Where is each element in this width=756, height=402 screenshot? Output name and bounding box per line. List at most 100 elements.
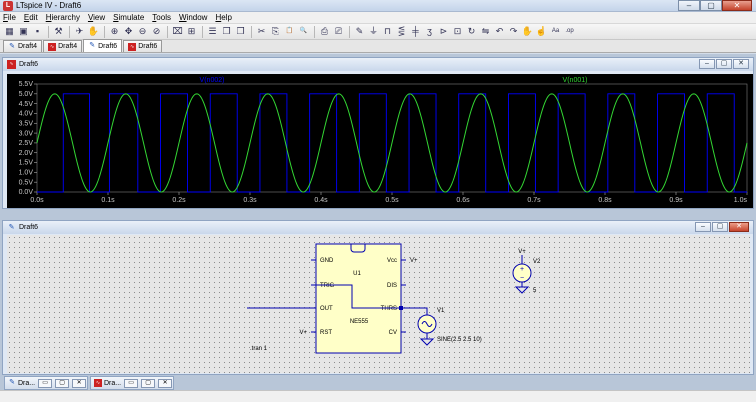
spice-directive-icon[interactable]: .op (565, 28, 574, 34)
minimized-restore-button[interactable]: ▭ (38, 378, 53, 388)
move-icon[interactable]: ☝ (535, 26, 548, 36)
schematic-minimize-button[interactable]: – (695, 222, 711, 232)
minimized-window-label: Dra... (104, 379, 122, 387)
y-tick-label: 2.5V (19, 140, 34, 147)
undo-icon[interactable]: ↶ (495, 26, 504, 36)
component-icon[interactable]: ⊡ (453, 26, 462, 36)
inductor-icon[interactable]: ʒ (427, 26, 432, 36)
menu-hierarchy[interactable]: Hierarchy (46, 12, 80, 24)
mirror-icon[interactable]: ⇋ (481, 26, 490, 36)
menu-mnemonic: F (3, 12, 8, 22)
rotate-icon[interactable]: ↻ (467, 26, 476, 36)
cut-icon[interactable]: ✂ (257, 26, 266, 36)
zoom-out-icon[interactable]: ⊖ (138, 26, 147, 36)
waveform-svg: 0.0V0.5V1.0V1.5V2.0V2.5V3.0V3.5V4.0V4.5V… (19, 77, 748, 204)
grid-icon[interactable]: ⊞ (187, 26, 196, 36)
minimized-close-button[interactable]: ✕ (72, 378, 87, 388)
doc-tab-label: Draft4 (58, 43, 78, 50)
x-tick-label: 0.4s (314, 197, 328, 204)
net-vplus-right: V+ (410, 258, 418, 264)
menu-mnemonic: V (87, 12, 94, 22)
y-tick-label: 3.0V (19, 130, 34, 137)
print-icon[interactable]: ⎙ (320, 26, 329, 36)
run-icon[interactable]: ✈ (75, 26, 84, 36)
doc-tab-draft6-wave[interactable]: ∿Draft6 (123, 40, 163, 52)
schematic-window-titlebar[interactable]: ✎ Draft6 – ▢ ✕ (3, 221, 753, 234)
y-tick-label: 5.5V (19, 81, 34, 88)
menu-mnemonic: H (215, 12, 222, 22)
save-icon[interactable]: ▪ (35, 26, 40, 36)
zoom-fit-icon[interactable]: ⊘ (152, 26, 161, 36)
tile-vertical-icon[interactable]: ❒ (236, 26, 245, 36)
minimized-close-button[interactable]: ✕ (158, 378, 173, 388)
waveform-minimize-button[interactable]: – (699, 59, 715, 69)
minimized-maximize-button[interactable]: ▢ (55, 378, 70, 388)
minimized-window-wave[interactable]: ∿Dra...▭▢✕ (90, 376, 174, 390)
capacitor-icon[interactable]: ╪ (412, 26, 419, 36)
doc-tab-draft4-wave[interactable]: ∿Draft4 (43, 40, 83, 52)
wire-thrs-v1[interactable] (406, 307, 428, 315)
minimized-restore-button[interactable]: ▭ (124, 378, 139, 388)
doc-tab-draft4-sch[interactable]: ✎Draft4 (3, 40, 43, 52)
menu-file[interactable]: File (3, 12, 16, 24)
new-schematic-icon[interactable]: ▦ (5, 26, 14, 36)
menu-edit[interactable]: Edit (24, 12, 38, 24)
menu-tools[interactable]: Tools (152, 12, 171, 24)
minimize-button[interactable]: – (678, 0, 700, 11)
ground-icon[interactable]: ⏚ (368, 26, 378, 36)
menu-window[interactable]: Window (179, 12, 207, 24)
redo-icon[interactable]: ↷ (509, 26, 518, 36)
waveform-icon: ∿ (7, 60, 16, 69)
schematic-close-button[interactable]: ✕ (729, 222, 749, 232)
close-button[interactable]: ✕ (722, 0, 752, 11)
zoom-pan-icon[interactable]: ✥ (124, 26, 133, 36)
resistor-icon[interactable]: ⋚ (397, 26, 406, 36)
waveform-window-titlebar[interactable]: ∿ Draft6 – ▢ ✕ (3, 58, 753, 71)
copy-icon[interactable]: ⎘ (271, 26, 280, 36)
minimized-window-sch[interactable]: ✎Dra...▭▢✕ (4, 376, 88, 390)
y-tick-label: 3.5V (19, 120, 34, 127)
spice-directive[interactable]: .tran 1 (250, 346, 268, 352)
wire-icon[interactable]: ✎ (355, 26, 364, 36)
v2-ref-label: V2 (533, 259, 541, 265)
waveform-close-button[interactable]: ✕ (733, 59, 749, 69)
maximize-button[interactable]: ▢ (700, 0, 722, 11)
open-icon[interactable]: ▣ (19, 26, 28, 36)
paste-icon[interactable]: 📋 (285, 28, 294, 34)
y-tick-label: 5.0V (19, 91, 34, 98)
ne555-body[interactable] (315, 243, 402, 354)
print-setup-icon[interactable]: ⎚ (334, 26, 343, 36)
waveform-maximize-button[interactable]: ▢ (716, 59, 732, 69)
x-tick-label: 0.9s (669, 197, 683, 204)
halt-icon[interactable]: ✋ (87, 26, 100, 36)
menu-help[interactable]: Help (215, 12, 231, 24)
window-controls: – ▢ ✕ (678, 0, 752, 11)
doc-tab-draft6-sch[interactable]: ✎Draft6 (83, 39, 123, 52)
tile-horizontal-icon[interactable]: ☰ (208, 26, 217, 36)
ground-v2-icon[interactable] (514, 286, 530, 294)
label-net-icon[interactable]: ⊓ (383, 26, 392, 36)
drag-icon[interactable]: ✋ (521, 26, 534, 36)
find-icon[interactable]: 🔍 (299, 28, 308, 34)
ltspice-icon[interactable]: L (3, 1, 13, 11)
menu-simulate[interactable]: Simulate (113, 12, 144, 24)
ic-notch (350, 244, 366, 253)
menu-view[interactable]: View (88, 12, 105, 24)
schematic-maximize-button[interactable]: ▢ (712, 222, 728, 232)
minimized-maximize-button[interactable]: ▢ (141, 378, 156, 388)
y-tick-label: 2.0V (19, 150, 34, 157)
wire-trig-thrs[interactable] (311, 284, 401, 309)
ground-v1-icon[interactable] (419, 338, 435, 346)
cascade-icon[interactable]: ❐ (222, 26, 231, 36)
text-icon[interactable]: Aa (551, 28, 560, 34)
schematic-canvas[interactable]: GND TRIG OUT RST Vcc DIS THRS CV U1 NE55… (7, 235, 750, 373)
schematic-window[interactable]: ✎ Draft6 – ▢ ✕ (2, 220, 754, 375)
control-panel-icon[interactable]: ⚒ (54, 26, 63, 36)
diode-icon[interactable]: ⊳ (439, 26, 448, 36)
y-tick-label: 0.0V (19, 189, 34, 196)
zoom-in-icon[interactable]: ⊕ (110, 26, 119, 36)
autorange-icon[interactable]: ⌧ (172, 26, 183, 36)
